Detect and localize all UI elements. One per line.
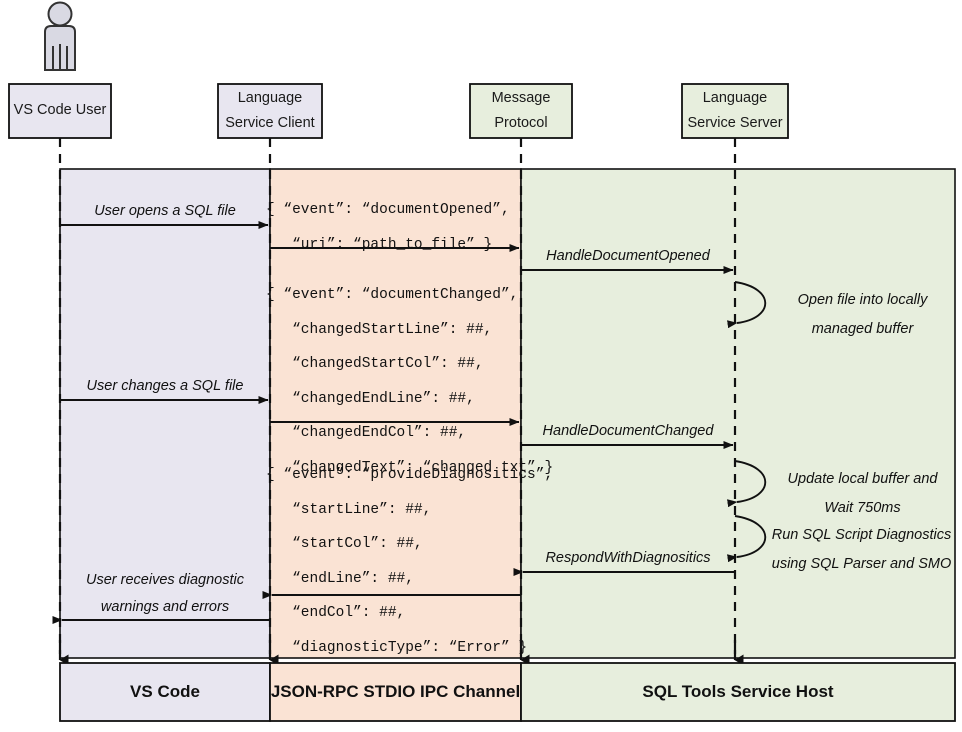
lifelines — [58, 138, 737, 654]
self-loop-open-file — [727, 281, 767, 329]
band-service — [520, 168, 956, 659]
message-label-handle-document-opened: HandleDocumentOpened — [546, 248, 710, 264]
lifeline-header-boxes — [8, 83, 789, 139]
footer-bands — [59, 662, 956, 722]
header-box-vs-code-user — [8, 83, 112, 139]
header-label-language-service-server: Language Service Server — [682, 86, 788, 136]
note-line-1: Update local buffer and — [787, 471, 938, 487]
note-line-2: Wait 750ms — [824, 500, 901, 516]
vs-code-user-actor-icon — [44, 1, 76, 71]
payload-provide-diagnostics: { “event”: “provideDiagnositics”, “start… — [266, 467, 554, 656]
header-line-2: Service Server — [687, 115, 783, 131]
message-label-user-receives: User receives diagnostic warnings and er… — [60, 567, 270, 621]
header-line-2: Protocol — [494, 115, 548, 131]
note-line-1: Run SQL Script Diagnostics — [771, 527, 952, 543]
self-loop-run-diagnostics — [727, 515, 767, 563]
band-ipc — [269, 168, 522, 659]
message-arrows — [52, 221, 735, 624]
message-label-handle-document-changed: HandleDocumentChanged — [542, 423, 714, 439]
note-line-2: managed buffer — [811, 321, 914, 337]
message-label-user-opens: User opens a SQL file — [94, 203, 236, 219]
band-vscode — [59, 168, 271, 659]
header-box-language-service-server — [681, 83, 789, 139]
footer-band-vs-code — [59, 662, 271, 722]
message-label-user-changes: User changes a SQL file — [86, 378, 244, 394]
note-line-1: Open file into locally — [797, 292, 928, 308]
self-note-update-buffer: Update local buffer and Wait 750ms — [770, 465, 955, 523]
message-line-2: warnings and errors — [100, 599, 230, 615]
lane-bands — [59, 168, 956, 659]
footer-band-service — [520, 662, 956, 722]
header-label-message-protocol: Message Protocol — [470, 86, 572, 136]
footer-label-sql-tools-service-host: SQL Tools Service Host — [642, 682, 834, 701]
lifeline-end-arrows — [58, 640, 744, 666]
self-loop-update-buffer — [727, 460, 767, 508]
footer-label-vs-code: VS Code — [130, 682, 200, 701]
payload-document-opened: { “event”: “documentOpened”, “uri”: “pat… — [266, 202, 510, 253]
header-line-1: VS Code User — [13, 102, 107, 118]
header-label-language-service-client: Language Service Client — [218, 86, 322, 136]
payload-document-changed: { “event”: “documentChanged”, “changedSt… — [266, 287, 554, 476]
self-note-run-diagnostics: Run SQL Script Diagnostics using SQL Par… — [764, 521, 959, 579]
message-line-1: User receives diagnostic — [86, 572, 244, 588]
header-line-1: Message — [491, 90, 551, 106]
header-line-1: Language — [237, 90, 303, 106]
header-line-2: Service Client — [225, 115, 315, 131]
header-label-vs-code-user: VS Code User — [9, 98, 111, 123]
self-note-open-file: Open file into locally managed buffer — [770, 286, 955, 344]
self-loops — [727, 281, 767, 563]
header-line-1: Language — [702, 90, 768, 106]
footer-label-json-rpc-stdio-ipc-channel: JSON-RPC STDIO IPC Channel — [270, 682, 521, 701]
note-line-2: using SQL Parser and SMO — [771, 556, 952, 572]
message-label-respond-with-diagnostics: RespondWithDiagnositics — [545, 550, 711, 566]
